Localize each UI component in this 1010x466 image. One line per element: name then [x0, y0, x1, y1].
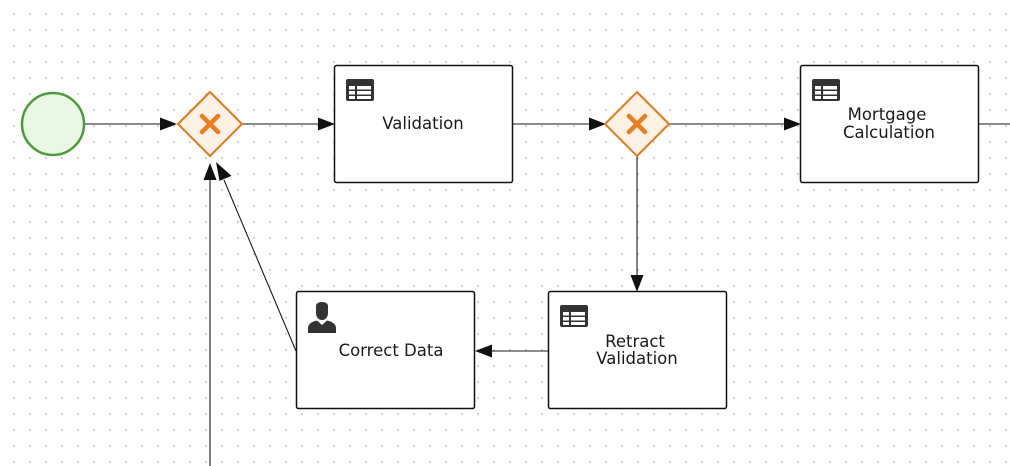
exclusive-gateway-2[interactable]	[604, 91, 670, 157]
exclusive-x-icon	[626, 113, 648, 135]
arrowhead	[589, 117, 606, 131]
start-event[interactable]	[20, 91, 86, 157]
arrowhead	[630, 275, 644, 292]
arrowhead	[160, 117, 177, 131]
task-retract-validation[interactable]: Retract Validation	[547, 290, 728, 410]
task-validation[interactable]: Validation	[333, 64, 514, 184]
flow-correct-to-gateway1[interactable]	[223, 179, 297, 352]
business-rule-icon	[346, 79, 374, 101]
task-label-line-2: Calculation	[843, 123, 935, 142]
user-task-icon	[308, 302, 336, 333]
task-label: Correct Data	[339, 341, 444, 360]
arrowhead	[475, 344, 492, 358]
arrowhead	[318, 117, 335, 131]
task-box	[799, 64, 980, 184]
task-label-line-1: Retract	[605, 332, 665, 351]
arrowhead	[784, 117, 801, 131]
arrowhead	[203, 163, 217, 180]
task-box	[333, 64, 514, 184]
exclusive-x-icon	[199, 113, 221, 135]
task-label-line-2: Validation	[596, 349, 677, 368]
task-correct-data[interactable]: Correct Data	[295, 290, 476, 410]
business-rule-icon	[560, 305, 588, 327]
task-box	[547, 290, 728, 410]
task-box	[295, 290, 476, 410]
exclusive-gateway-1[interactable]	[177, 91, 243, 157]
arrowhead	[216, 162, 232, 181]
sequence-flows	[85, 117, 1010, 466]
task-label-line-1: Mortgage	[848, 105, 927, 124]
task-mortgage-calculation[interactable]: Mortgage Calculation	[799, 64, 980, 184]
business-rule-icon	[812, 79, 840, 101]
task-label: Validation	[382, 114, 463, 133]
